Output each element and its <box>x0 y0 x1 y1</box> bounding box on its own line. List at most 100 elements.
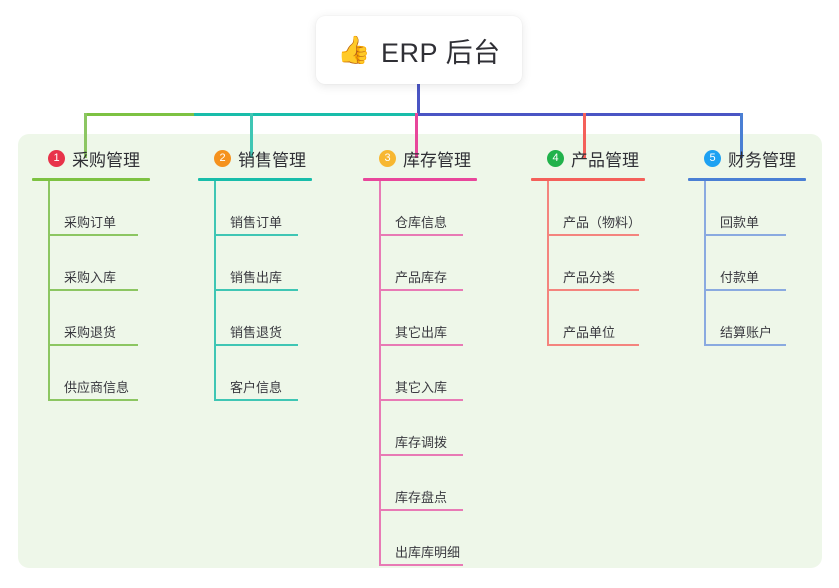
menu-item-rule <box>547 234 639 236</box>
menu-item-rule <box>704 344 786 346</box>
column-header-3[interactable]: 3 库存管理 <box>361 146 477 170</box>
menu-item-label: 销售退货 <box>230 325 283 340</box>
menu-item[interactable]: 产品（物料） <box>529 181 645 236</box>
menu-item-label: 库存盘点 <box>395 490 448 505</box>
column-header-rule <box>32 178 150 181</box>
drop-line-col-2 <box>250 113 253 158</box>
menu-item-label: 结算账户 <box>720 325 773 340</box>
drop-line-col-3 <box>415 113 418 158</box>
menu-item[interactable]: 采购退货 <box>30 291 150 346</box>
menu-item-rule <box>379 234 463 236</box>
menu-item-rule <box>379 289 463 291</box>
menu-item[interactable]: 其它出库 <box>361 291 477 346</box>
menu-item-rule <box>379 344 463 346</box>
column-header-rule <box>198 178 312 181</box>
menu-item[interactable]: 回款单 <box>686 181 806 236</box>
menu-item-rule <box>214 344 298 346</box>
column-1: 1 采购管理采购订单采购入库采购退货供应商信息 <box>30 146 150 401</box>
menu-item-rule <box>547 344 639 346</box>
column-title: 销售管理 <box>238 150 306 170</box>
column-badge-1: 1 <box>48 149 65 167</box>
column-badge-5: 5 <box>704 149 721 167</box>
column-spine <box>379 181 381 566</box>
menu-item-label: 其它出库 <box>395 325 448 340</box>
column-title: 产品管理 <box>571 150 639 170</box>
bus-segment-green <box>84 113 196 116</box>
menu-item[interactable]: 采购入库 <box>30 236 150 291</box>
menu-item[interactable]: 其它入库 <box>361 346 477 401</box>
title-drop-line <box>417 84 420 114</box>
column-title: 库存管理 <box>403 150 471 170</box>
menu-item-rule <box>547 289 639 291</box>
menu-item[interactable]: 仓库信息 <box>361 181 477 236</box>
column-3: 3 库存管理仓库信息产品库存其它出库其它入库库存调拨库存盘点出库库明细 <box>361 146 477 566</box>
menu-item-label: 销售订单 <box>230 215 283 230</box>
drop-line-col-1 <box>84 113 87 158</box>
menu-item-rule <box>379 454 463 456</box>
column-badge-3: 3 <box>379 149 396 167</box>
column-header-rule <box>688 178 806 181</box>
thumbs-up-icon: 👍 <box>337 34 372 65</box>
menu-item[interactable]: 产品单位 <box>529 291 645 346</box>
column-items: 仓库信息产品库存其它出库其它入库库存调拨库存盘点出库库明细 <box>361 181 477 566</box>
menu-item-label: 客户信息 <box>230 380 283 395</box>
column-2: 2 销售管理销售订单销售出库销售退货客户信息 <box>196 146 312 401</box>
menu-item-rule <box>704 289 786 291</box>
column-title: 采购管理 <box>72 150 140 170</box>
column-spine <box>214 181 216 401</box>
menu-item[interactable]: 出库库明细 <box>361 511 477 566</box>
menu-item-label: 采购退货 <box>64 325 117 340</box>
bus-segment-teal <box>194 113 418 116</box>
menu-item-rule <box>214 289 298 291</box>
menu-item-label: 付款单 <box>720 270 760 285</box>
menu-item[interactable]: 销售退货 <box>196 291 312 346</box>
page-title-card: 👍 ERP 后台 <box>316 16 522 84</box>
diagram-panel <box>18 134 822 568</box>
menu-item-rule <box>379 564 463 566</box>
menu-item-label: 其它入库 <box>395 380 448 395</box>
column-spine <box>704 181 706 346</box>
menu-item[interactable]: 供应商信息 <box>30 346 150 401</box>
column-items: 产品（物料） 产品分类产品单位 <box>529 181 645 346</box>
menu-item[interactable]: 付款单 <box>686 236 806 291</box>
menu-item-rule <box>48 289 138 291</box>
column-header-rule <box>531 178 645 181</box>
column-spine <box>48 181 50 401</box>
bus-segment-indigo <box>416 113 743 116</box>
menu-item-rule <box>48 344 138 346</box>
menu-item[interactable]: 产品分类 <box>529 236 645 291</box>
menu-item[interactable]: 库存盘点 <box>361 456 477 511</box>
menu-item-label: 产品库存 <box>395 270 448 285</box>
menu-item-rule <box>214 234 298 236</box>
column-header-4[interactable]: 4 产品管理 <box>529 146 645 170</box>
menu-item[interactable]: 销售订单 <box>196 181 312 236</box>
column-items: 回款单付款单结算账户 <box>686 181 806 346</box>
column-badge-4: 4 <box>547 149 564 167</box>
menu-item[interactable]: 结算账户 <box>686 291 806 346</box>
menu-item[interactable]: 客户信息 <box>196 346 312 401</box>
menu-item-label: 库存调拨 <box>395 435 448 450</box>
menu-item-label: 采购订单 <box>64 215 117 230</box>
menu-item-label: 产品单位 <box>563 325 616 340</box>
column-header-rule <box>363 178 477 181</box>
menu-item-label: 出库库明细 <box>395 545 461 560</box>
menu-item[interactable]: 产品库存 <box>361 236 477 291</box>
column-items: 销售订单销售出库销售退货客户信息 <box>196 181 312 401</box>
menu-item-label: 采购入库 <box>64 270 117 285</box>
column-header-2[interactable]: 2 销售管理 <box>196 146 312 170</box>
column-header-1[interactable]: 1 采购管理 <box>30 146 150 170</box>
menu-item-label: 产品（物料） <box>563 215 642 230</box>
menu-item-rule <box>214 399 298 401</box>
column-items: 采购订单采购入库采购退货供应商信息 <box>30 181 150 401</box>
menu-item-rule <box>48 234 138 236</box>
column-badge-2: 2 <box>214 149 231 167</box>
menu-item[interactable]: 库存调拨 <box>361 401 477 456</box>
menu-item[interactable]: 销售出库 <box>196 236 312 291</box>
menu-item[interactable]: 采购订单 <box>30 181 150 236</box>
column-spine <box>547 181 549 346</box>
drop-line-col-5 <box>740 113 743 158</box>
column-4: 4 产品管理产品（物料） 产品分类产品单位 <box>529 146 645 346</box>
drop-line-col-4 <box>583 113 586 158</box>
